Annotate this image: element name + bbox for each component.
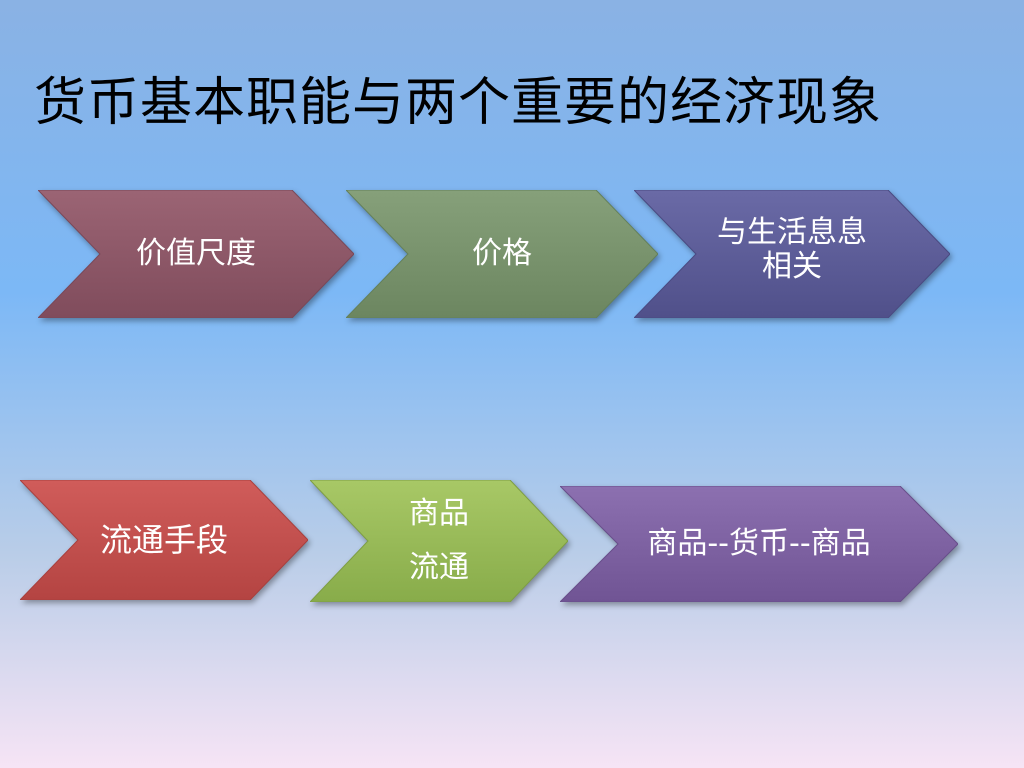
chevron-label-line2: 流通 [409,550,469,585]
slide-title: 货币基本职能与两个重要的经济现象 [34,73,883,133]
chevron-shape [20,480,308,600]
chevron-value-measure: 价值尺度 [38,190,354,318]
chevron-shape [38,190,354,318]
chevron-label: 价格 [472,236,532,271]
chevron-price: 价格 [346,190,658,318]
chevron-shape [310,480,568,602]
chevron-circulation-means: 流通手段 [20,480,308,600]
chevron-label-line1: 与生活息息 [717,215,867,250]
chevron-label: 商品--货币--商品 [647,526,871,561]
chevron-shape [634,190,950,318]
chevron-shape [346,190,658,318]
chevron-shape [560,486,958,602]
chevron-label-line2: 相关 [762,249,822,284]
chevron-daily-life: 与生活息息 相关 [634,190,950,318]
chevron-label: 流通手段 [99,521,228,559]
chevron-commodity-money-commodity: 商品--货币--商品 [560,486,958,602]
chevron-label-line1: 商品 [409,496,469,531]
chevron-label: 价值尺度 [136,236,256,271]
chevron-commodity-circulation: 商品 流通 [310,480,568,602]
